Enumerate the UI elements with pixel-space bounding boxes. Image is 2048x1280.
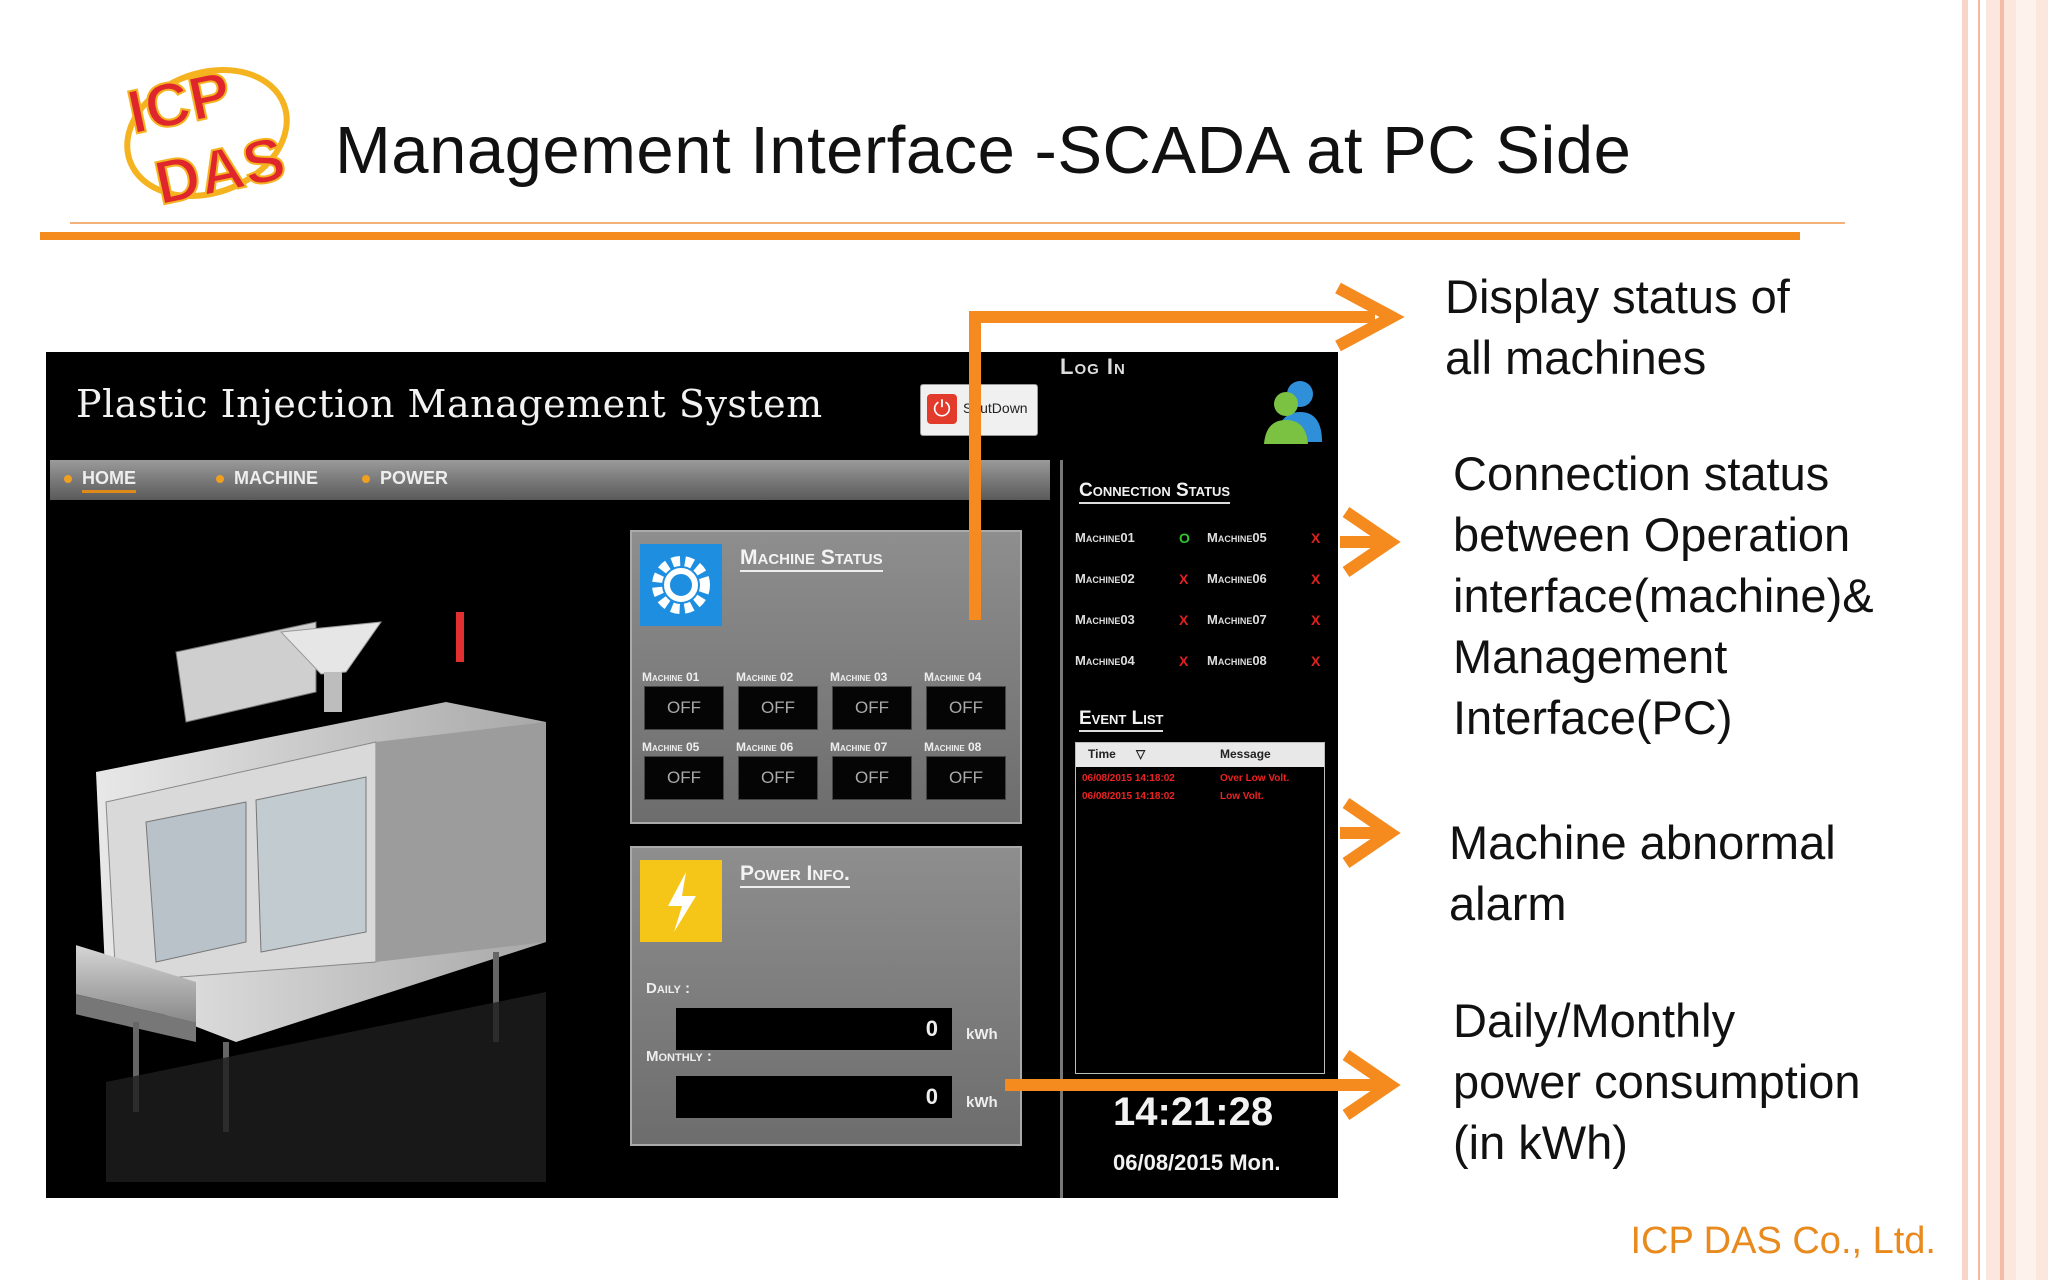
connection-status-indicator: O <box>1179 530 1190 546</box>
event-list-header: Time ▽ Message <box>1076 743 1324 767</box>
machine-state[interactable]: OFF <box>832 756 912 800</box>
connection-status-indicator: X <box>1179 571 1189 587</box>
icp-das-logo: ICP DAS <box>121 58 293 210</box>
monthly-unit: kWh <box>966 1094 998 1111</box>
connection-status-indicator: X <box>1179 612 1189 628</box>
machine-status-panel: Machine Status Machine 01 OFF Machine 02 OF… <box>630 530 1022 824</box>
monthly-value: 0 <box>676 1076 952 1118</box>
annotation-connection-status: Connection status between Operation inte… <box>1453 447 1874 744</box>
arrow-head-icon <box>1335 282 1405 352</box>
callout-arrows <box>969 282 1405 1120</box>
scada-screenshot: Plastic Injection Management System ⏻ Sh… <box>46 352 1338 1198</box>
user-icon[interactable] <box>1260 376 1326 446</box>
slide-title: Management Interface -SCADA at PC Side <box>335 113 1632 188</box>
connection-machine-name: Machine05 <box>1207 530 1267 545</box>
event-row-message[interactable]: Over Low Volt. <box>1220 773 1290 784</box>
clock-date: 06/08/2015 Mon. <box>1113 1150 1281 1175</box>
sort-icon[interactable]: ▽ <box>1136 747 1146 761</box>
event-list-table: Time ▽ Message 06/08/2015 14:18:02 Over … <box>1075 742 1325 1074</box>
connection-status-indicator: X <box>1179 653 1189 669</box>
nav-machine-label: MACHINE <box>234 468 318 488</box>
monthly-label: Monthly : <box>646 1048 712 1065</box>
machine-state[interactable]: OFF <box>738 756 818 800</box>
border-stripe <box>1978 0 1980 1280</box>
machine-label: Machine 01 <box>642 670 700 684</box>
nav-home[interactable]: HOME <box>64 468 136 493</box>
event-col-message[interactable]: Message <box>1220 747 1271 761</box>
border-stripe <box>2016 0 2036 1280</box>
connection-status-indicator: X <box>1311 612 1321 628</box>
connection-machine-name: Machine08 <box>1207 653 1267 668</box>
header-divider-thick <box>40 232 1800 240</box>
machine-state[interactable]: OFF <box>926 686 1006 730</box>
injection-machine-image <box>76 612 546 1182</box>
power-info-title: Power Info. <box>740 862 850 888</box>
machine-label: Machine 07 <box>830 740 888 754</box>
daily-value: 0 <box>676 1008 952 1050</box>
machine-label: Machine 04 <box>924 670 982 684</box>
connection-machine-name: Machine02 <box>1075 571 1135 586</box>
nav-bullet-icon <box>216 475 224 484</box>
arrow-head-icon <box>1342 507 1401 577</box>
logo-text-top: ICP <box>122 59 237 148</box>
connection-machine-name: Machine06 <box>1207 571 1267 586</box>
machine-label: Machine 06 <box>736 740 794 754</box>
annotation-alarm: Machine abnormal alarm <box>1449 816 1836 930</box>
nav-power-label: POWER <box>380 468 449 488</box>
event-row-message[interactable]: Low Volt. <box>1220 791 1264 802</box>
scada-title: Plastic Injection Management System <box>76 382 823 426</box>
machine-state[interactable]: OFF <box>926 756 1006 800</box>
machine-label: Machine 08 <box>924 740 982 754</box>
nav-power[interactable]: POWER <box>362 468 448 489</box>
machine-status-title: Machine Status <box>740 546 883 572</box>
nav-bullet-icon <box>362 475 370 484</box>
footer-company: ICP DAS Co., Ltd. <box>1630 1220 1936 1262</box>
machine-label: Machine 02 <box>736 670 794 684</box>
machine-state[interactable]: OFF <box>644 756 724 800</box>
header-divider <box>70 222 1845 224</box>
arrow-head-icon <box>1342 1050 1401 1120</box>
connection-machine-name: Machine04 <box>1075 653 1135 668</box>
connection-machine-name: Machine03 <box>1075 612 1135 627</box>
connection-status-indicator: X <box>1311 530 1321 546</box>
power-info-panel: Power Info. Daily : 0 kWh Monthly : 0 kW… <box>630 846 1022 1146</box>
connection-machine-name: Machine07 <box>1207 612 1267 627</box>
machine-state[interactable]: OFF <box>832 686 912 730</box>
border-stripe <box>2000 0 2004 1280</box>
border-stripe <box>1962 0 1968 1280</box>
connection-machine-name: Machine01 <box>1075 530 1135 545</box>
machine-state[interactable]: OFF <box>644 686 724 730</box>
nav-bullet-icon <box>64 475 72 484</box>
arrow-machine-status <box>969 311 1375 620</box>
login-link[interactable]: Log In <box>1060 354 1126 379</box>
clock-time: 14:21:28 <box>1113 1090 1274 1134</box>
machine-label: Machine 03 <box>830 670 888 684</box>
nav-bar: HOME MACHINE POWER <box>50 460 1050 500</box>
nav-machine[interactable]: MACHINE <box>216 468 318 489</box>
machine-label: Machine 05 <box>642 740 700 754</box>
arrow-head-icon <box>1342 798 1401 868</box>
daily-label: Daily : <box>646 980 691 997</box>
gear-icon <box>640 544 722 626</box>
machine-state[interactable]: OFF <box>738 686 818 730</box>
event-row-time[interactable]: 06/08/2015 14:18:02 <box>1082 791 1175 802</box>
event-list-title: Event List <box>1079 708 1164 732</box>
connection-status-indicator: X <box>1311 653 1321 669</box>
annotation-machine-status: Display status of all machines <box>1445 270 1790 384</box>
nav-home-label: HOME <box>82 468 136 493</box>
connection-status-indicator: X <box>1311 571 1321 587</box>
event-row-time[interactable]: 06/08/2015 14:18:02 <box>1082 773 1175 784</box>
connection-status-title: Connection Status <box>1079 480 1231 504</box>
event-col-time[interactable]: Time <box>1088 747 1116 761</box>
lightning-icon <box>640 860 722 942</box>
power-icon: ⏻ <box>927 394 957 424</box>
annotation-power: Daily/Monthly power consumption (in kWh) <box>1453 994 1861 1169</box>
daily-unit: kWh <box>966 1026 998 1043</box>
